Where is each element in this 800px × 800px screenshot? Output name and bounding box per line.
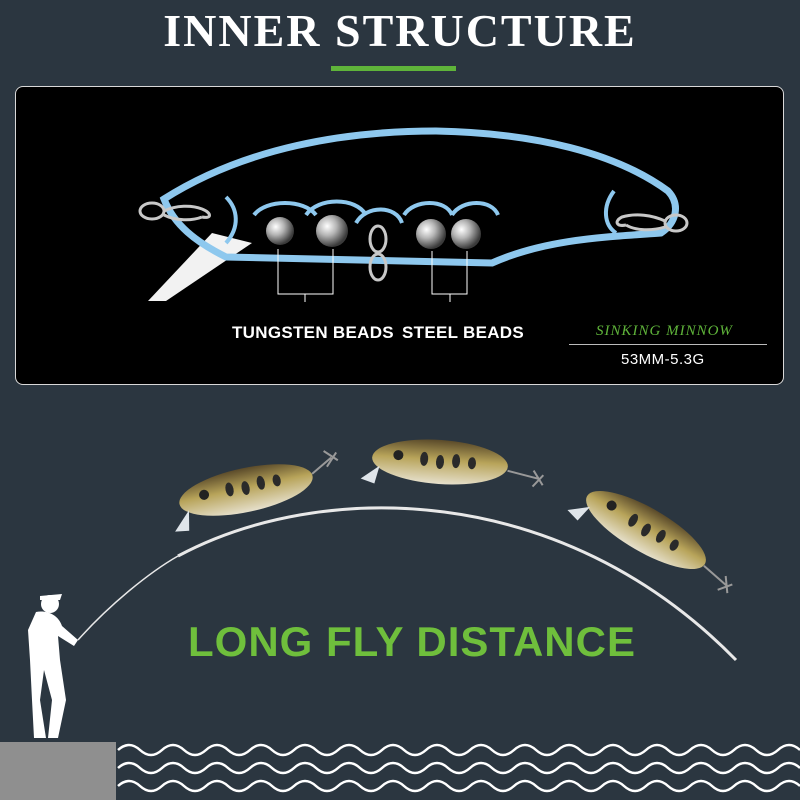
lure-body-outline: [159, 127, 679, 267]
tail-eyelet: [615, 213, 689, 233]
diving-lip: [148, 233, 252, 301]
callout-lines: [277, 249, 468, 302]
long-fly-distance-banner: LONG FLY DISTANCE: [188, 618, 636, 665]
lure-image: [360, 439, 545, 488]
title-underline: [331, 66, 456, 71]
angler-silhouette: [28, 594, 78, 738]
fishing-line: [77, 555, 179, 641]
flight-arc: [177, 506, 738, 662]
steel-beads-label: STEEL BEADS: [402, 323, 525, 342]
size-weight-spec: 53MM-5.3G: [621, 351, 705, 368]
steel-bead: [416, 219, 446, 249]
lure-cutaway-diagram: [138, 127, 689, 302]
model-divider: [569, 344, 767, 345]
tungsten-bead: [316, 215, 348, 247]
front-chamber: [224, 195, 238, 245]
lure-image: [175, 450, 339, 532]
belly-eyelet: [368, 224, 388, 282]
page-title: INNER STRUCTURE: [163, 5, 637, 56]
rear-chamber: [604, 189, 618, 235]
inner-structure-panel: TUNGSTEN BEADS STEEL BEADS SINKING MINNO…: [15, 86, 784, 385]
tungsten-beads-label: TUNGSTEN BEADS: [232, 323, 394, 342]
wave-pattern: [117, 743, 800, 793]
lure-image: [567, 491, 733, 594]
line-tie-eyelet: [138, 201, 211, 222]
steel-bead: [451, 219, 481, 249]
pier: [0, 742, 116, 800]
tungsten-bead: [266, 217, 294, 245]
model-name: SINKING MINNOW: [596, 323, 733, 339]
